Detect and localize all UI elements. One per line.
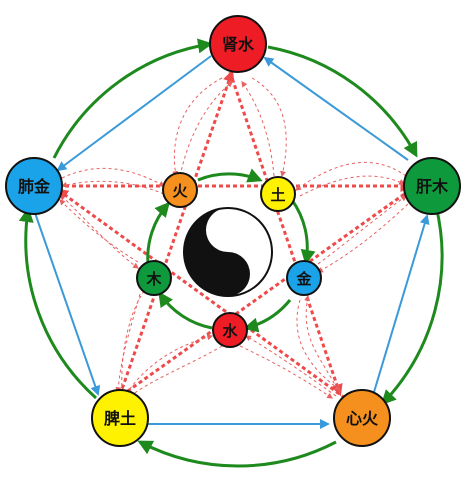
inner-node-fire: 火 [162,172,198,208]
inner-node-label: 土 [270,186,285,204]
inner-node-wood: 木 [136,260,172,296]
outer-node-label: 肾水 [222,35,255,54]
curved-dashed-arrows [59,77,409,399]
inner-node-earth: 土 [260,176,296,212]
inner-node-water: 水 [212,312,248,348]
inner-node-label: 火 [172,182,188,200]
outer-node-heart: 心火 [333,389,391,447]
inner-node-metal: 金 [286,260,322,296]
outer-node-label: 心火 [346,409,379,428]
outer-node-liver: 肝木 [403,157,461,215]
reverse-arrows [33,55,430,429]
yin-yang-icon [183,207,273,297]
outer-node-label: 肝木 [416,177,449,196]
outer-node-lung: 肺金 [5,157,63,215]
outer-node-spleen: 脾土 [91,389,149,447]
inner-node-label: 金 [295,270,312,288]
inner-node-label: 水 [222,322,238,340]
outer-generating-cycle [18,38,444,468]
outer-node-label: 肺金 [18,177,51,196]
outer-node-kidney: 肾水 [209,15,267,73]
inner-generating-cycle [146,168,316,333]
controlling-star [56,69,413,400]
inner-node-label: 木 [145,270,162,288]
outer-node-label: 脾土 [104,409,136,428]
